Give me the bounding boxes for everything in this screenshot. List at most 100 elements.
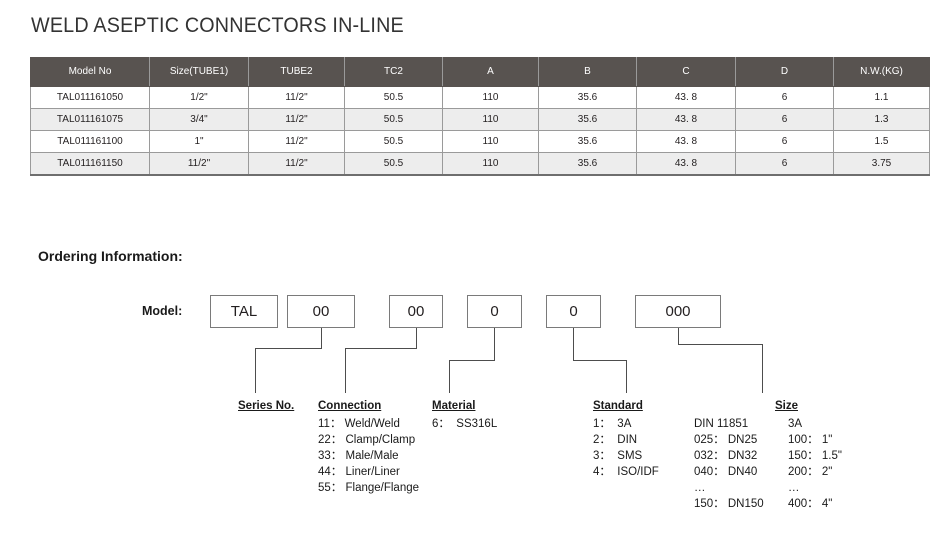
cell-model-no: TAL011161075 xyxy=(30,108,150,131)
spec-table-header-row: Model No Size(TUBE1) TUBE2 TC2 A B C D N… xyxy=(30,57,930,87)
cell-tube2: 11/2" xyxy=(248,130,345,153)
table-row: TAL011161150 11/2" 11/2" 50.5 110 35.6 4… xyxy=(30,152,930,176)
list-item: 1： 3A xyxy=(593,416,659,432)
cell-b: 35.6 xyxy=(538,108,637,131)
legend-size-col-b-value: 400： 4" xyxy=(788,498,833,510)
legend-code: 22 xyxy=(318,434,331,446)
spec-table-body: TAL011161050 1/2" 11/2" 50.5 110 35.6 43… xyxy=(30,86,930,176)
legend-separator: ： xyxy=(599,450,611,462)
model-label: Model: xyxy=(142,304,183,318)
legend-desc: SS316L xyxy=(456,418,498,430)
cell-model-no: TAL011161100 xyxy=(30,130,150,153)
model-box-material-group[interactable]: 00 xyxy=(389,295,443,328)
legend-separator: ： xyxy=(599,466,611,478)
cell-nw-kg: 1.1 xyxy=(833,86,930,109)
legend-separator: ： xyxy=(330,450,343,462)
spec-table: Model No Size(TUBE1) TUBE2 TC2 A B C D N… xyxy=(30,57,930,176)
legend-separator: ： xyxy=(330,482,343,494)
col-header-a: A xyxy=(442,57,539,87)
legend-desc: DIN xyxy=(617,434,638,446)
cell-tc2: 50.5 xyxy=(344,86,443,109)
legend-desc: SMS xyxy=(617,450,643,462)
list-item: 11： Weld/Weld xyxy=(318,416,419,432)
legend-separator: ： xyxy=(330,466,343,478)
model-box-size[interactable]: 000 xyxy=(635,295,721,328)
cell-a: 110 xyxy=(442,130,539,153)
cell-c: 43. 8 xyxy=(636,108,736,131)
page-title: WELD ASEPTIC CONNECTORS IN-LINE xyxy=(31,14,404,37)
table-row: TAL011161100 1" 11/2" 50.5 110 35.6 43. … xyxy=(30,130,930,153)
model-box-standard[interactable]: 0 xyxy=(546,295,601,328)
legend-size-col-b-header: 3A xyxy=(788,418,803,430)
ordering-information-heading: Ordering Information: xyxy=(38,248,183,264)
cell-tc2: 50.5 xyxy=(344,152,443,176)
cell-size-tube1: 1/2" xyxy=(149,86,249,109)
legend-size-col-b-value: 150： 1.5" xyxy=(788,450,842,462)
col-header-b: B xyxy=(538,57,637,87)
cell-tube2: 11/2" xyxy=(248,108,345,131)
spec-table-head: Model No Size(TUBE1) TUBE2 TC2 A B C D N… xyxy=(30,57,930,87)
legend-material-title: Material xyxy=(432,400,476,412)
cell-nw-kg: 1.3 xyxy=(833,108,930,131)
connector-standard xyxy=(573,328,627,393)
col-header-d: D xyxy=(735,57,834,87)
legend-size-col-b-ellipsis: … xyxy=(788,482,801,494)
legend-code: 3 xyxy=(593,450,600,462)
cell-d: 6 xyxy=(735,152,834,176)
legend-material: Material 6： SS316L xyxy=(432,398,497,432)
model-box-connection[interactable]: 00 xyxy=(287,295,355,328)
cell-tube2: 11/2" xyxy=(248,86,345,109)
cell-size-tube1: 11/2" xyxy=(149,152,249,176)
legend-standard-title: Standard xyxy=(593,400,643,412)
col-header-tc2: TC2 xyxy=(344,57,443,87)
cell-c: 43. 8 xyxy=(636,152,736,176)
cell-model-no: TAL011161150 xyxy=(30,152,150,176)
legend-separator: ： xyxy=(599,434,611,446)
cell-tc2: 50.5 xyxy=(344,108,443,131)
legend-connection: Connection 11： Weld/Weld 22： Clamp/Clamp… xyxy=(318,398,419,496)
legend-size-col-a-ellipsis: … xyxy=(694,482,707,494)
col-header-c: C xyxy=(636,57,736,87)
list-item: 6： SS316L xyxy=(432,416,497,432)
legend-separator: ： xyxy=(329,418,342,430)
connector-size xyxy=(678,328,763,393)
legend-code: 11 xyxy=(318,418,330,430)
connector-material xyxy=(449,328,495,393)
cell-a: 110 xyxy=(442,86,539,109)
legend-series-no: Series No. xyxy=(238,398,294,416)
list-item: 44： Liner/Liner xyxy=(318,464,419,480)
cell-tube2: 11/2" xyxy=(248,152,345,176)
legend-size: Size DIN 11851 3A 025： DN25 100： 1" 032：… xyxy=(694,398,894,512)
model-box-series[interactable]: TAL xyxy=(210,295,278,328)
model-box-material[interactable]: 0 xyxy=(467,295,522,328)
legend-size-col-b-value: 100： 1" xyxy=(788,434,833,446)
col-header-size-tube1: Size(TUBE1) xyxy=(149,57,249,87)
table-row: TAL011161050 1/2" 11/2" 50.5 110 35.6 43… xyxy=(30,86,930,109)
cell-d: 6 xyxy=(735,108,834,131)
legend-size-col-a-value: 025： DN25 xyxy=(694,434,758,446)
cell-tc2: 50.5 xyxy=(344,130,443,153)
cell-c: 43. 8 xyxy=(636,86,736,109)
connector-connection xyxy=(345,328,417,393)
cell-model-no: TAL011161050 xyxy=(30,86,150,109)
legend-size-col-b-value: 200： 2" xyxy=(788,466,833,478)
list-item: 22： Clamp/Clamp xyxy=(318,432,419,448)
legend-desc: ISO/IDF xyxy=(617,466,659,478)
legend-desc: Clamp/Clamp xyxy=(345,434,416,446)
cell-c: 43. 8 xyxy=(636,130,736,153)
list-item: 33： Male/Male xyxy=(318,448,419,464)
col-header-model-no: Model No xyxy=(30,57,150,87)
list-item: 3： SMS xyxy=(593,448,659,464)
legend-desc: Male/Male xyxy=(345,450,399,462)
legend-code: 33 xyxy=(318,450,331,462)
legend-code: 44 xyxy=(318,466,331,478)
cell-size-tube1: 3/4" xyxy=(149,108,249,131)
legend-series-no-title: Series No. xyxy=(238,400,295,412)
cell-b: 35.6 xyxy=(538,152,637,176)
legend-size-col-a-value: 150： DN150 xyxy=(694,498,764,510)
legend-separator: ： xyxy=(438,418,450,430)
legend-separator: ： xyxy=(599,418,611,430)
legend-desc: Flange/Flange xyxy=(345,482,420,494)
cell-nw-kg: 3.75 xyxy=(833,152,930,176)
legend-connection-title: Connection xyxy=(318,400,382,412)
